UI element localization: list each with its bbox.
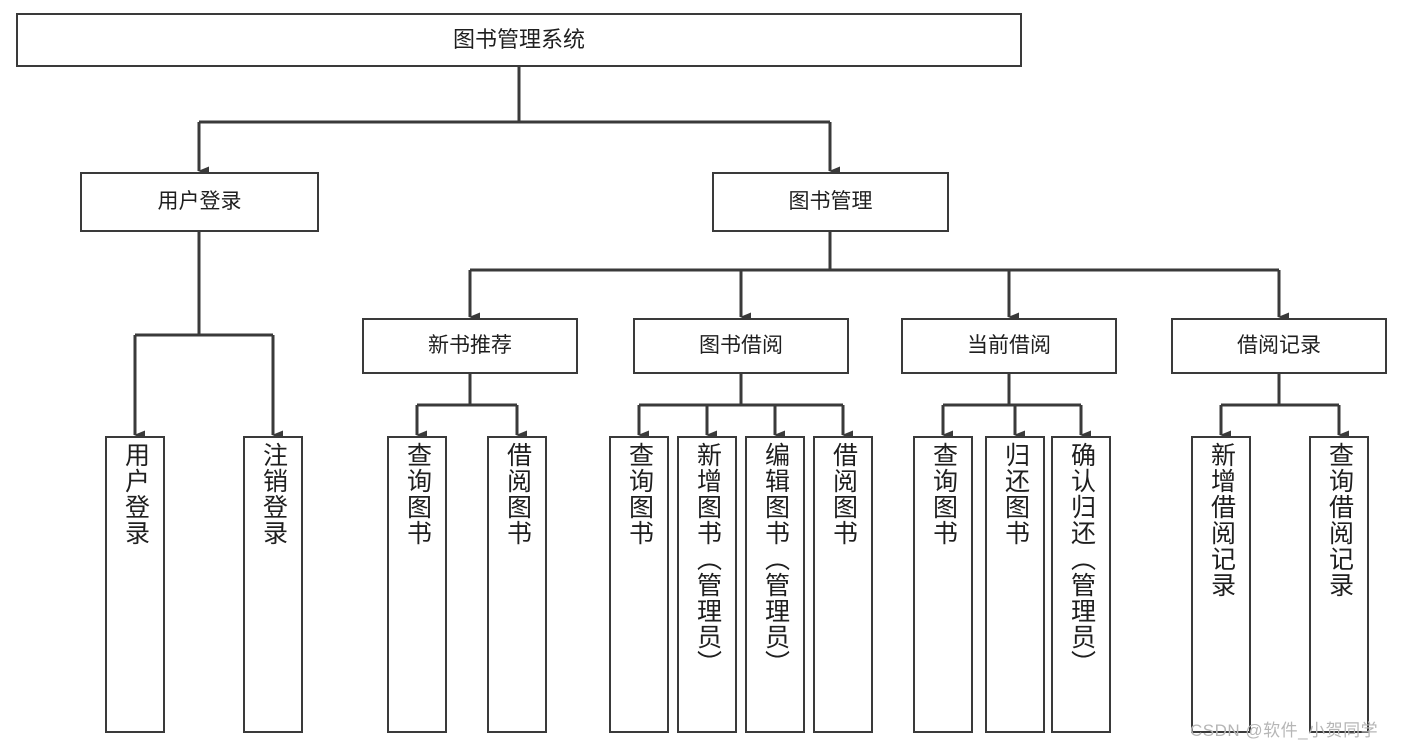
node-label: 图书借阅: [699, 333, 783, 357]
node-label: 查询图书: [929, 442, 958, 546]
node-label: 新增借阅记录: [1207, 442, 1236, 598]
node-label: 图书管理系统: [452, 27, 585, 53]
csdn-watermark: CSDN @软件_小贺同学: [1190, 721, 1379, 740]
node-new-book-rec[interactable]: 新书推荐: [362, 318, 578, 374]
node-label: 借阅图书: [829, 442, 858, 546]
node-book-borrow[interactable]: 图书借阅: [633, 318, 849, 374]
node-leaf-query-book-3[interactable]: 查询图书: [913, 436, 973, 733]
node-label: 新增图书（管理员）: [693, 442, 722, 676]
node-leaf-borrow-book-1[interactable]: 借阅图书: [487, 436, 547, 733]
node-leaf-borrow-book-2[interactable]: 借阅图书: [813, 436, 873, 733]
node-label: 图书管理: [788, 189, 873, 213]
node-label: 借阅图书: [503, 442, 532, 546]
node-label: 用户登录: [121, 442, 150, 546]
node-label: 当前借阅: [967, 333, 1051, 357]
node-label: 注销登录: [259, 442, 288, 546]
node-book-manage[interactable]: 图书管理: [712, 172, 949, 232]
node-user-login[interactable]: 用户登录: [80, 172, 319, 232]
node-label: 编辑图书（管理员）: [761, 442, 790, 676]
node-label: 查询图书: [403, 442, 432, 546]
node-label: 查询借阅记录: [1325, 442, 1354, 598]
node-root[interactable]: 图书管理系统: [16, 13, 1022, 67]
node-label: 确认归还（管理员）: [1067, 442, 1096, 676]
node-label: 归还图书: [1001, 442, 1030, 546]
node-leaf-return-book[interactable]: 归还图书: [985, 436, 1045, 733]
edge-path-group: [133, 67, 1349, 440]
node-label: 用户登录: [157, 189, 242, 213]
node-leaf-add-book[interactable]: 新增图书（管理员）: [677, 436, 737, 733]
node-leaf-add-record[interactable]: 新增借阅记录: [1191, 436, 1251, 733]
node-leaf-logout[interactable]: 注销登录: [243, 436, 303, 733]
node-leaf-query-record[interactable]: 查询借阅记录: [1309, 436, 1369, 733]
node-label: 查询图书: [625, 442, 654, 546]
node-label: 新书推荐: [428, 333, 512, 357]
node-current-borrow[interactable]: 当前借阅: [901, 318, 1117, 374]
node-leaf-query-book-2[interactable]: 查询图书: [609, 436, 669, 733]
node-label: 借阅记录: [1237, 333, 1321, 357]
node-leaf-confirm-return[interactable]: 确认归还（管理员）: [1051, 436, 1111, 733]
node-leaf-query-book-1[interactable]: 查询图书: [387, 436, 447, 733]
node-leaf-user-login[interactable]: 用户登录: [105, 436, 165, 733]
node-leaf-edit-book[interactable]: 编辑图书（管理员）: [745, 436, 805, 733]
node-borrow-record[interactable]: 借阅记录: [1171, 318, 1387, 374]
